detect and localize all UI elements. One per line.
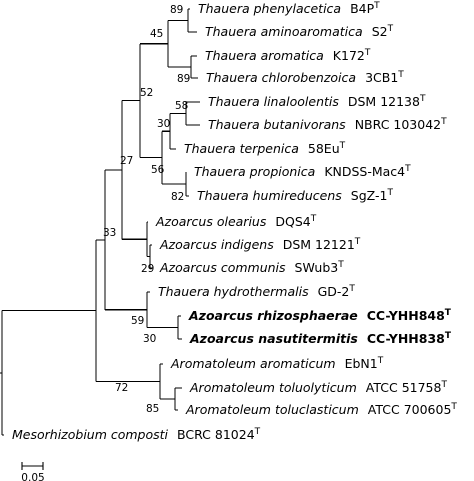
type-strain-superscript: T [440, 380, 447, 390]
scale-bar: 0.05 [21, 462, 45, 481]
strain-designation: DQS4 [275, 214, 310, 229]
taxon-label: Azoarcus olearius DQS4T [155, 214, 317, 229]
bootstrap-value: 52 [140, 87, 153, 99]
taxon-label: Thauera propionica KNDSS-Mac4T [194, 164, 411, 179]
species-name: Mesorhizobium composti [12, 427, 169, 442]
species-name: Thauera linaloolentis [208, 94, 339, 109]
species-name: Thauera phenylacetica [198, 1, 341, 16]
strain-designation: GD-2 [318, 284, 350, 299]
bootstrap-value: 58 [175, 100, 188, 112]
strain-designation: EbN1 [345, 356, 378, 371]
type-strain-superscript: T [445, 331, 452, 341]
type-strain-superscript: T [339, 141, 346, 151]
type-strain-superscript: T [373, 1, 380, 11]
taxon-label: Azoarcus communis SWub3T [159, 260, 344, 275]
strain-designation: KNDSS-Mac4 [324, 164, 405, 179]
species-name: Thauera terpenica [184, 141, 299, 156]
bootstrap-value: 59 [131, 315, 144, 327]
taxon-label: Mesorhizobium composti BCRC 81024T [12, 427, 261, 442]
bootstrap-value: 29 [141, 263, 154, 275]
bootstrap-value: 82 [171, 191, 184, 203]
taxon-label: Thauera aminoaromatica S2T [205, 24, 394, 39]
species-name: Azoarcus communis [159, 260, 286, 275]
species-name: Thauera propionica [194, 164, 315, 179]
scale-bar-label: 0.05 [21, 472, 44, 481]
taxon-label: Azoarcus nasutitermitis CC-YHH838T [189, 331, 452, 346]
bootstrap-value: 89 [170, 4, 183, 16]
strain-designation: DSM 12138 [348, 94, 420, 109]
strain-designation: 3CB1 [365, 70, 398, 85]
bootstrap-value: 45 [150, 28, 163, 40]
bootstrap-value: 85 [146, 403, 159, 415]
taxon-label: Thauera aromatica K172T [205, 48, 371, 63]
bootstrap-value: 27 [120, 155, 133, 167]
taxon-label: Azoarcus indigens DSM 12121T [159, 237, 361, 252]
strain-designation: SgZ-1 [351, 188, 388, 203]
strain-designation: ATCC 51758 [366, 380, 442, 395]
taxon-label: Thauera phenylacetica B4PT [198, 1, 380, 16]
type-strain-superscript: T [450, 402, 457, 412]
taxon-label: Thauera terpenica 58EuT [184, 141, 346, 156]
type-strain-superscript: T [397, 70, 404, 80]
taxon-label: Aromatoleum toluclasticum ATCC 700605T [185, 402, 457, 417]
type-strain-superscript: T [377, 356, 384, 366]
taxon-label: Azoarcus rhizosphaerae CC-YHH848T [188, 308, 452, 323]
taxon-label: Thauera butanivorans NBRC 103042T [208, 117, 447, 132]
strain-designation: B4P [350, 1, 375, 16]
species-name: Azoarcus indigens [159, 237, 274, 252]
bootstrap-value: 30 [157, 118, 170, 130]
type-strain-superscript: T [310, 214, 317, 224]
strain-designation: CC-YHH838 [367, 331, 445, 346]
bootstrap-value: 89 [177, 73, 190, 85]
type-strain-superscript: T [337, 260, 344, 270]
type-strain-superscript: T [348, 284, 355, 294]
strain-designation: NBRC 103042 [355, 117, 441, 132]
strain-designation: DSM 12121 [283, 237, 355, 252]
species-name: Azoarcus nasutitermitis [189, 331, 358, 346]
bootstrap-value: 33 [103, 227, 116, 239]
strain-designation: K172 [333, 48, 365, 63]
species-name: Aromatoleum toluclasticum [185, 402, 359, 417]
type-strain-superscript: T [254, 427, 261, 437]
taxon-label: Thauera linaloolentis DSM 12138T [208, 94, 426, 109]
species-name: Aromatoleum toluolyticum [189, 380, 357, 395]
bootstrap-value: 30 [143, 333, 156, 345]
type-strain-superscript: T [387, 24, 394, 34]
type-strain-superscript: T [445, 308, 452, 318]
taxon-label: Thauera humireducens SgZ-1T [197, 188, 393, 203]
type-strain-superscript: T [419, 94, 426, 104]
strain-designation: S2 [372, 24, 388, 39]
type-strain-superscript: T [440, 117, 447, 127]
species-name: Thauera humireducens [197, 188, 342, 203]
strain-designation: BCRC 81024 [177, 427, 255, 442]
bootstrap-value: 72 [115, 382, 128, 394]
species-name: Thauera chlorobenzoica [206, 70, 356, 85]
strain-designation: 58Eu [308, 141, 340, 156]
strain-designation: CC-YHH848 [367, 308, 445, 323]
tree-branches [0, 8, 200, 436]
type-strain-superscript: T [386, 188, 393, 198]
species-name: Thauera hydrothermalis [158, 284, 309, 299]
bootstrap-value: 56 [151, 164, 165, 176]
species-name: Thauera butanivorans [208, 117, 346, 132]
strain-designation: ATCC 700605 [368, 402, 452, 417]
species-name: Azoarcus rhizosphaerae [188, 308, 358, 323]
strain-designation: SWub3 [295, 260, 339, 275]
taxon-label: Aromatoleum aromaticum EbN1T [170, 356, 384, 371]
taxon-label: Aromatoleum toluolyticum ATCC 51758T [189, 380, 447, 395]
species-name: Thauera aminoaromatica [205, 24, 363, 39]
species-name: Aromatoleum aromaticum [170, 356, 336, 371]
species-name: Azoarcus olearius [155, 214, 267, 229]
bootstrap-values: 89 45 89 52 58 30 56 82 27 29 33 59 30 72 85 [103, 4, 190, 415]
type-strain-superscript: T [404, 164, 411, 174]
taxon-label: Thauera chlorobenzoica 3CB1T [206, 70, 404, 85]
type-strain-superscript: T [364, 48, 371, 58]
species-name: Thauera aromatica [205, 48, 324, 63]
taxon-label: Thauera hydrothermalis GD-2T [158, 284, 355, 299]
type-strain-superscript: T [354, 237, 361, 247]
